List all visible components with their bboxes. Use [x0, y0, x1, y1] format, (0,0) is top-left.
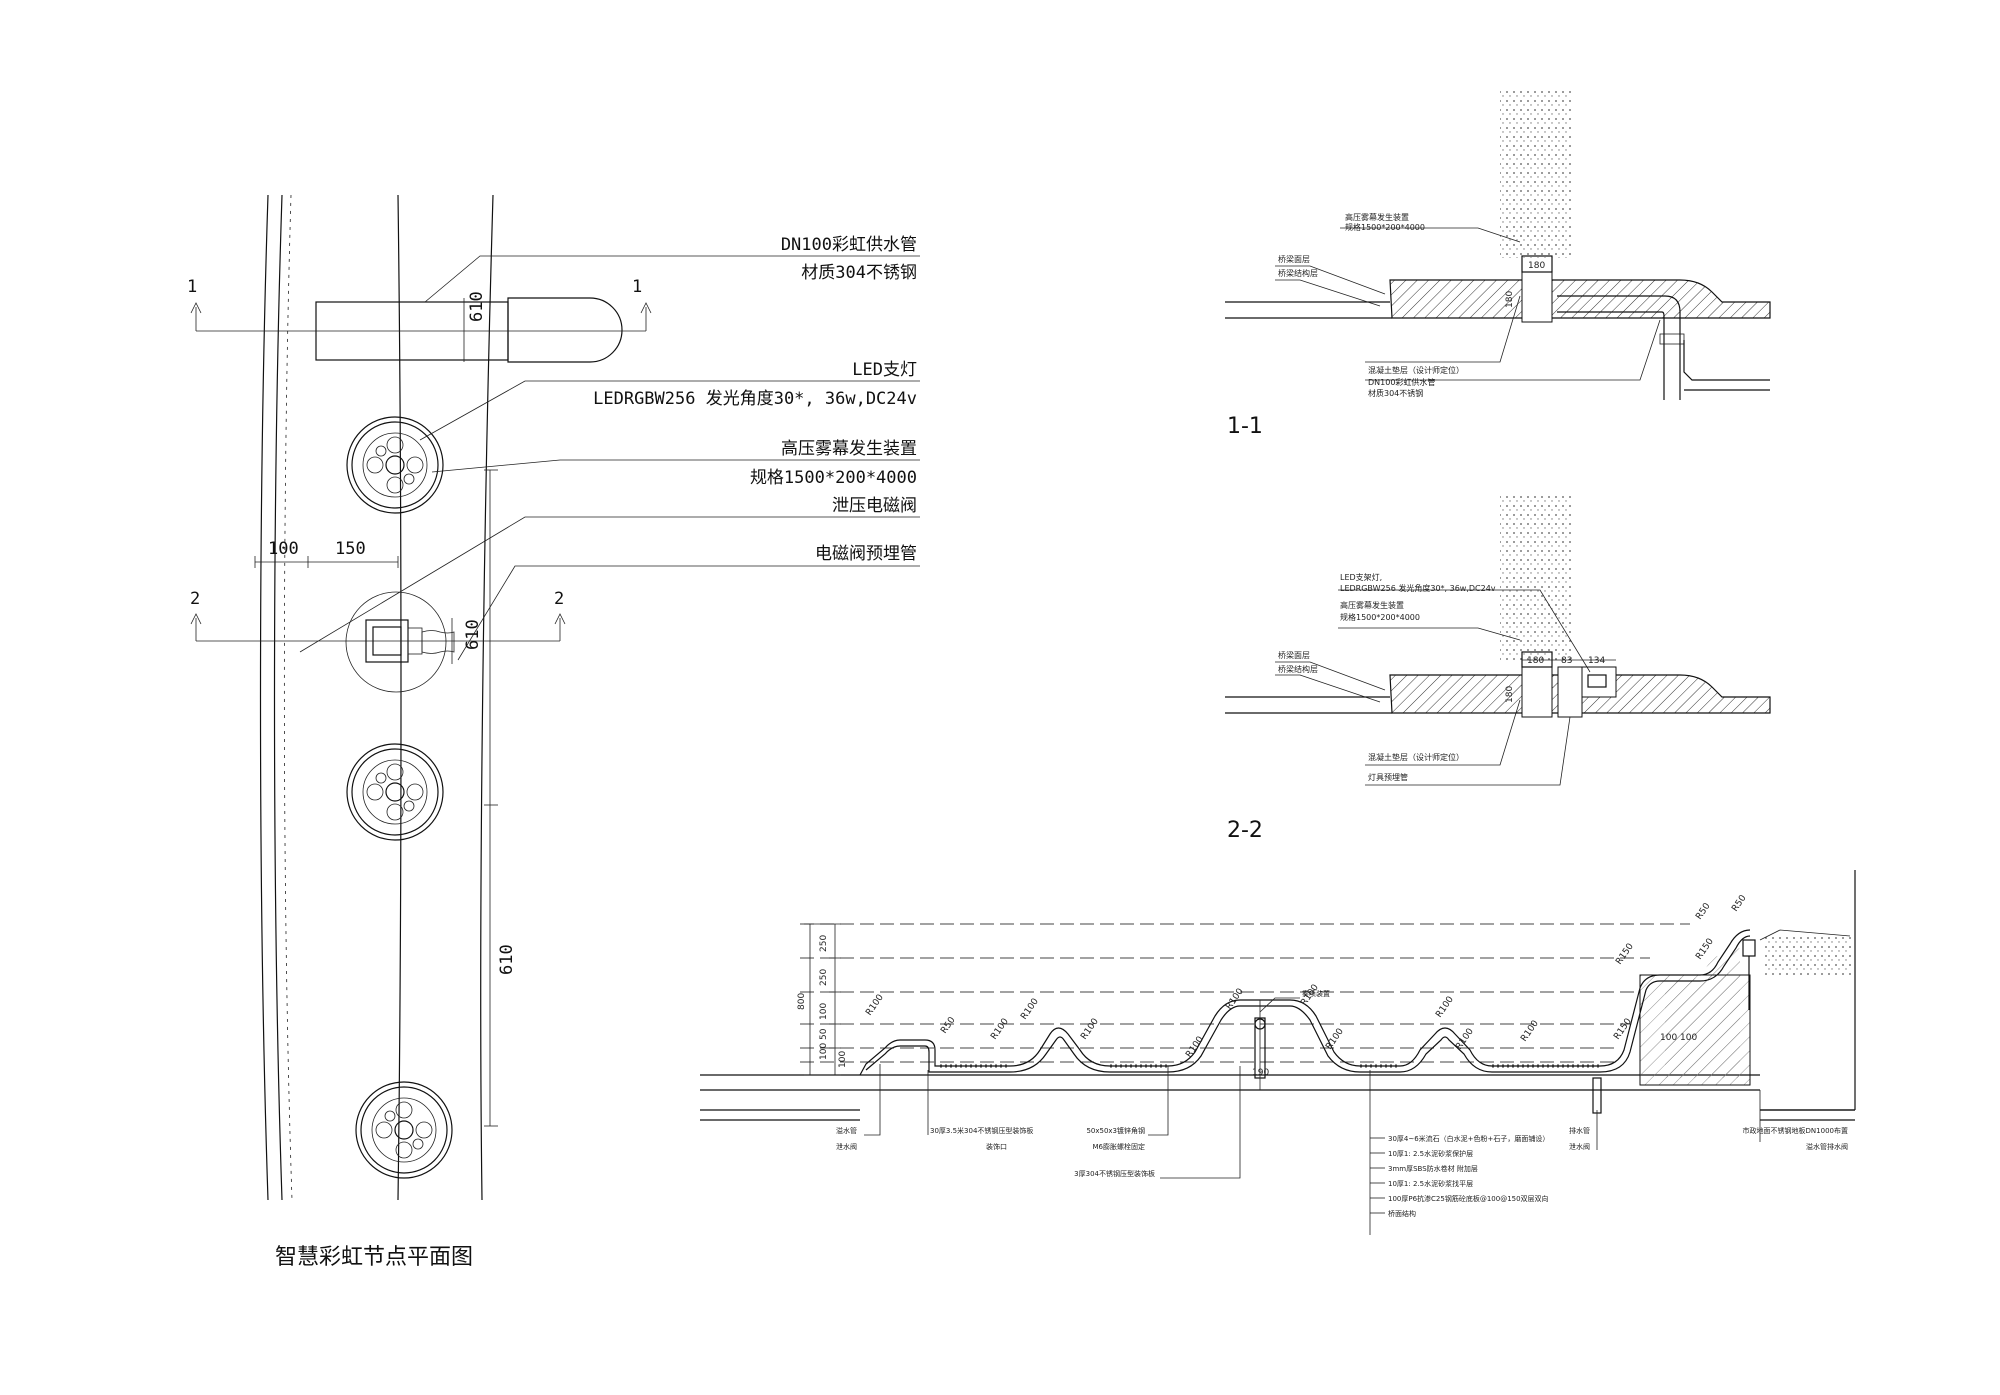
section-2-label: 2-2 — [1227, 818, 1263, 843]
s1-note-pipe-material: 材质304不锈钢 — [1368, 388, 1423, 398]
s3-dim-250-a: 250 — [819, 935, 829, 952]
callout-mist-device: 高压雾幕发生装置 — [781, 439, 917, 459]
s3-radius: R150 — [1612, 1017, 1634, 1042]
led-fixture — [346, 743, 444, 841]
section-1-1 — [1225, 90, 1771, 400]
s3-dim-100-right-a: 100 — [1660, 1033, 1677, 1043]
s3-layer-4: 10厚1: 2.5水泥砂浆找平层 — [1388, 1179, 1473, 1188]
s3-radius: R150 — [1614, 942, 1636, 967]
s3-dim-250-b: 250 — [819, 969, 829, 986]
s2-note-mist-spec: 规格1500*200*4000 — [1340, 612, 1420, 622]
s3-dim-190: 190 — [1252, 1068, 1269, 1078]
s3-layer-5: 100厚P6抗渗C25钢筋砼底板@100@150双层双向 — [1388, 1194, 1549, 1203]
led-fixture — [346, 416, 444, 514]
s3-radius: R100 — [989, 1017, 1011, 1042]
s1-dim-180-top: 180 — [1528, 261, 1545, 271]
solenoid-valve — [345, 591, 455, 693]
s3-note-municipal-2: 溢水管排水阀 — [1806, 1142, 1848, 1151]
s2-dim-134: 134 — [1588, 656, 1605, 666]
s3-dim-800: 800 — [797, 993, 807, 1010]
s3-dim-100-right-b: 100 — [1680, 1033, 1697, 1043]
s3-note-bolt: M6膨胀螺栓固定 — [1093, 1142, 1146, 1151]
s3-layer-1: 30厚4~6米流石（白水泥+色粉+石子，磨面铺设） — [1388, 1134, 1549, 1143]
callout-supply-pipe-material: 材质304不锈钢 — [801, 263, 917, 283]
s3-radius: R50 — [1694, 901, 1713, 921]
callout-relief-valve: 泄压电磁阀 — [832, 496, 917, 516]
s2-note-mist-device: 高压雾幕发生装置 — [1340, 600, 1404, 610]
s2-note-light-conduit: 灯具预埋管 — [1368, 772, 1408, 782]
callout-supply-pipe: DN100彩虹供水管 — [781, 235, 917, 255]
dim-610-valve: 610 — [463, 619, 483, 650]
s1-note-concrete: 混凝土垫层（设计师定位） — [1368, 365, 1464, 375]
s3-layer-2: 10厚1: 2.5水泥砂浆保护层 — [1388, 1149, 1473, 1158]
s3-radius: R100 — [1519, 1019, 1541, 1044]
s3-note-mist: 雾喷装置 — [1302, 989, 1330, 998]
s1-note-structure: 桥梁结构层 — [1278, 268, 1318, 278]
s3-note-angle-steel: 50x50x3镀锌角钢 — [1086, 1126, 1145, 1135]
s3-radius: R50 — [1730, 893, 1749, 913]
section-mark-1-right: 1 — [632, 277, 642, 297]
s3-dim-100-b: 100 — [819, 1043, 829, 1060]
section-mark-1-left: 1 — [187, 277, 197, 297]
s3-note-plate: 3厚304不锈钢压型装饰板 — [1074, 1169, 1155, 1178]
s3-radius: R100 — [1079, 1017, 1101, 1042]
s2-note-led-spec: LEDRGBW256 发光角度30*, 36w,DC24v — [1340, 583, 1496, 593]
s3-radius: R100 — [864, 993, 886, 1018]
s3-radius: R100 — [1434, 995, 1456, 1020]
s3-dim-50: 50 — [819, 1028, 829, 1040]
s3-note-drain: 排水管 — [1569, 1126, 1590, 1135]
s2-dim-180-side: 180 — [1505, 686, 1515, 703]
section-mark-2-left: 2 — [190, 589, 200, 609]
s2-dim-83: 83 — [1561, 656, 1572, 666]
s3-layer-6: 桥面结构 — [1388, 1209, 1416, 1218]
s3-note-overflow-valve: 泄水阀 — [836, 1142, 857, 1151]
dim-150: 150 — [335, 539, 366, 559]
s2-dim-180: 180 — [1527, 656, 1544, 666]
s2-note-led: LED支架灯, — [1340, 572, 1382, 582]
callout-embedded-pipe: 电磁阀预埋管 — [815, 544, 917, 564]
callout-mist-spec: 规格1500*200*4000 — [750, 468, 917, 488]
dim-610-spacing: 610 — [497, 944, 517, 975]
s3-note-deck-2: 装饰口 — [986, 1142, 1007, 1151]
s1-dim-180-side: 180 — [1505, 291, 1515, 308]
s2-note-concrete: 混凝土垫层（设计师定位） — [1368, 752, 1464, 762]
led-fixture — [355, 1081, 453, 1179]
section-mark-2-right: 2 — [554, 589, 564, 609]
longitudinal-section — [700, 870, 1856, 1235]
s3-note-overflow: 溢水管 — [836, 1126, 857, 1135]
dim-100: 100 — [268, 539, 299, 559]
s1-note-mist-spec: 规格1500*200*4000 — [1345, 222, 1425, 232]
callout-led-light: LED支灯 — [852, 360, 917, 380]
s2-note-surface: 桥梁面层 — [1278, 650, 1310, 660]
s1-note-mist-device: 高压雾幕发生装置 — [1345, 212, 1409, 222]
s3-radius: R100 — [1019, 997, 1041, 1022]
s3-note-drain-valve: 泄水阀 — [1569, 1142, 1590, 1151]
section-1-label: 1-1 — [1227, 414, 1263, 439]
s2-note-structure: 桥梁结构层 — [1278, 664, 1318, 674]
section-2-2 — [1225, 495, 1771, 786]
s3-note-municipal: 市政地面不锈钢地板DN1000布置 — [1743, 1126, 1848, 1135]
s3-radius: R100 — [1224, 987, 1246, 1012]
s3-layer-3: 3mm厚SBS防水卷材 附加层 — [1388, 1164, 1478, 1173]
s1-note-surface: 桥梁面层 — [1278, 254, 1310, 264]
callout-led-spec: LEDRGBW256 发光角度30*, 36w,DC24v — [593, 389, 917, 409]
s3-dim-100-a: 100 — [819, 1003, 829, 1020]
plan-view — [190, 194, 920, 1201]
dim-610-pipe: 610 — [467, 291, 487, 322]
s3-radius: R50 — [939, 1015, 958, 1035]
s3-dim-100-c: 100 — [838, 1051, 848, 1068]
s3-note-deck: 30厚3.5米304不锈钢压型装饰板 — [930, 1126, 1033, 1135]
plan-title: 智慧彩虹节点平面图 — [275, 1245, 473, 1270]
s1-note-pipe: DN100彩虹供水管 — [1368, 377, 1435, 387]
